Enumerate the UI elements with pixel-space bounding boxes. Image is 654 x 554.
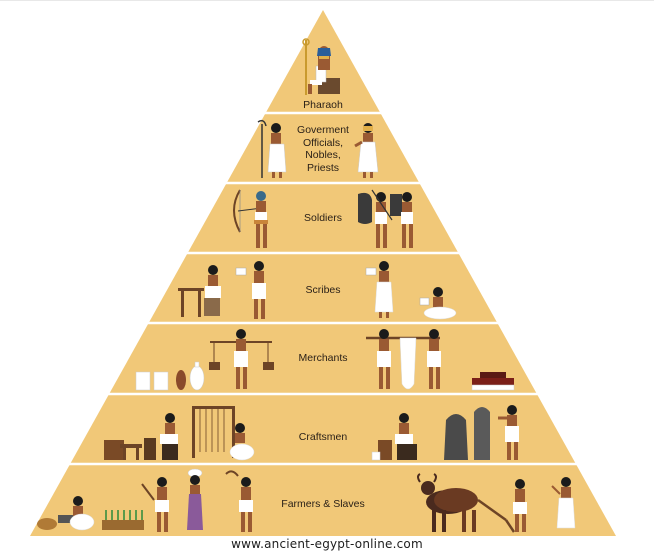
tier-label-farmers: Farmers & Slaves (281, 498, 365, 510)
farmer-woman-figure (187, 468, 203, 530)
scribe-standing-left-figure (235, 261, 266, 319)
farmer-sickle-figure (225, 470, 253, 532)
oxen-plough-figure (417, 473, 516, 533)
crops-icon (102, 510, 144, 530)
tier-label-craftsmen: Craftsmen (298, 431, 348, 443)
tier-label-pharaoh: Pharaoh (303, 99, 343, 111)
scribe-standing-right-figure (365, 261, 394, 318)
farmer-ploughman-figure (513, 479, 527, 532)
scribe-desk-figure (178, 265, 221, 317)
farmer-hoe-figure (141, 477, 169, 532)
craftsman-potter-figure (104, 413, 178, 460)
website-credit: www.ancient-egypt-online.com (231, 537, 423, 551)
farmer-grinding-figure (37, 496, 95, 531)
pharaoh-figure (302, 38, 340, 95)
tier-label-scribes: Scribes (305, 284, 341, 296)
merchant-goods-left (135, 361, 205, 391)
merchant-carriers-figure (366, 329, 441, 390)
official-left-figure (257, 119, 287, 178)
tier-dividers (66, 111, 583, 466)
tier-label-officials: Goverment Officials, Nobles, Priests (297, 124, 349, 174)
archer-figure (233, 189, 268, 248)
soldiers-group-figure (358, 189, 413, 248)
scribe-seated-figure (419, 287, 457, 320)
overseer-figure (551, 477, 576, 529)
craftsman-carpenter-figure (371, 413, 417, 461)
tier-label-merchants: Merchants (298, 352, 348, 364)
tier-label-soldiers: Soldiers (304, 212, 342, 224)
merchant-scales-figure (209, 329, 274, 389)
craftsman-weaver-figure (192, 406, 255, 461)
merchant-goods-right (471, 372, 515, 391)
top-border (0, 0, 654, 1)
pyramid-shape (30, 10, 616, 536)
craftsman-sculptor-figure (444, 405, 519, 460)
priest-right-figure (354, 123, 379, 178)
